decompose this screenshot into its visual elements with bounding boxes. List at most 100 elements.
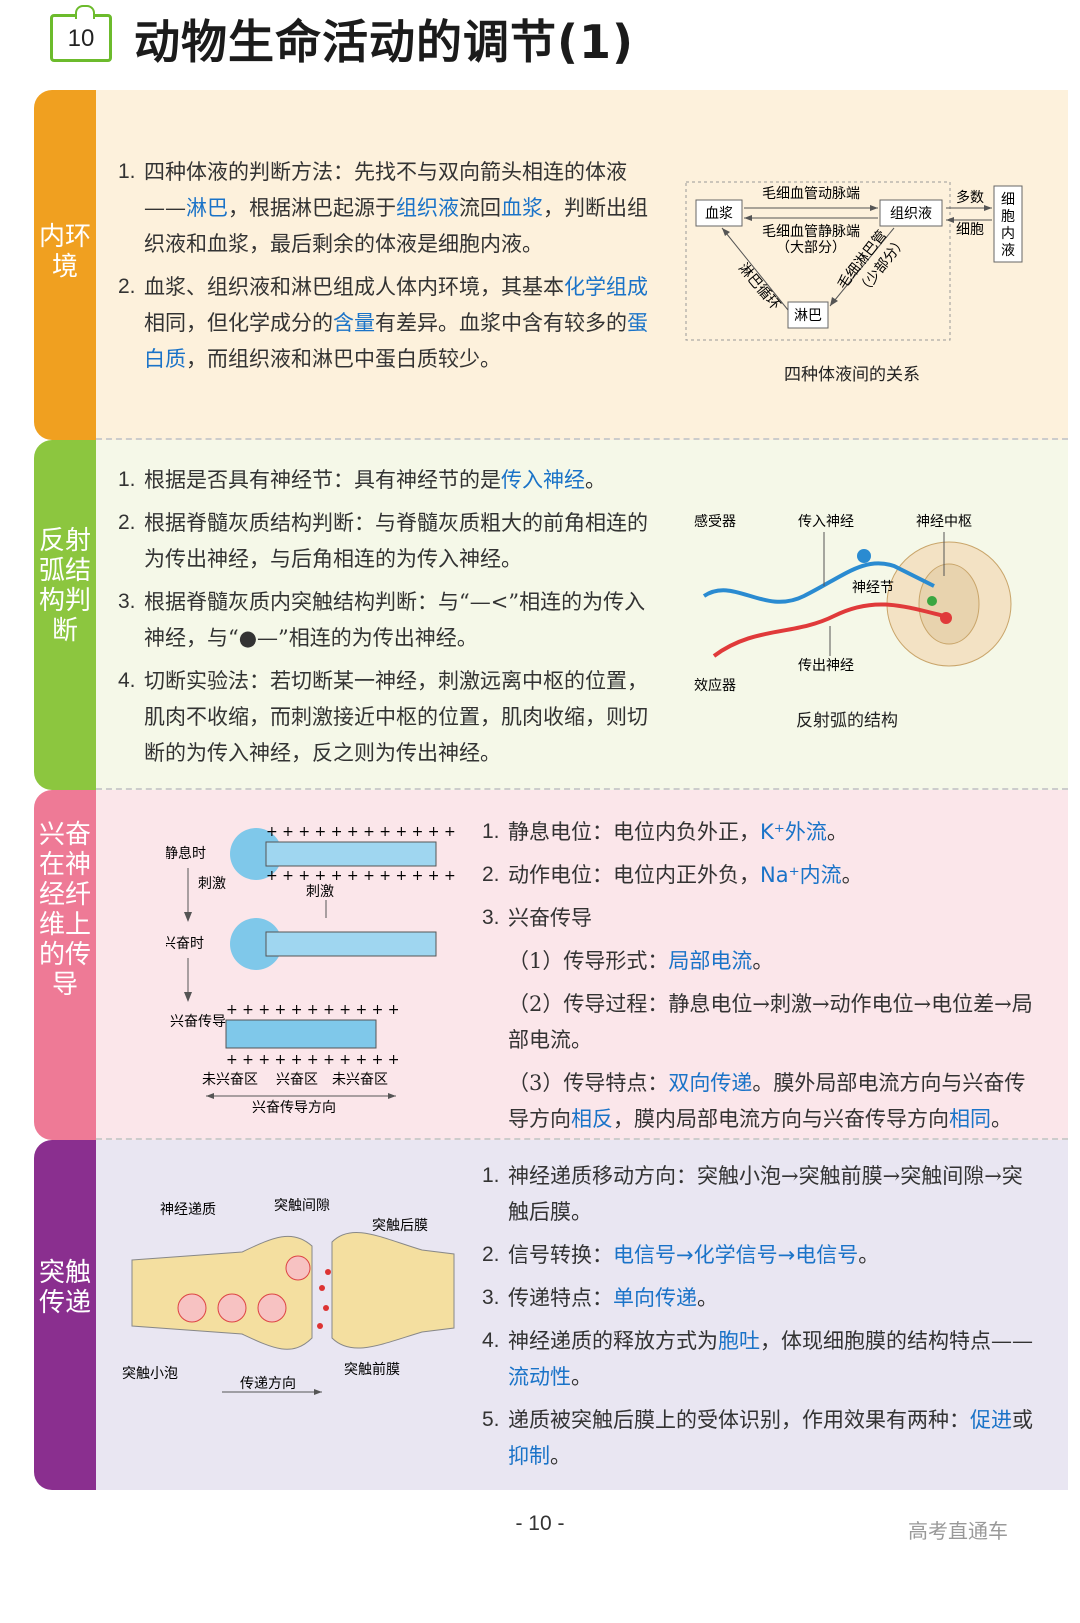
item-list: 1. 神经递质移动方向：突触小泡→突触前膜→突触间隙→突触后膜。 2.信号转换：电信…: [482, 1158, 1042, 1481]
chapter-number: 10: [67, 25, 95, 52]
ganglion: [857, 549, 871, 563]
list-item: 2.信号转换：电信号→化学信号→电信号。: [482, 1237, 1042, 1273]
reflex-arc-diagram: 感受器 传入神经 神经中枢 神经节 传出神经 效应器: [694, 513, 1012, 694]
section-tab: 反射弧结构判断: [34, 440, 96, 790]
item-text: ，体现细胞膜的结构特点——: [760, 1329, 1033, 1353]
highlight-term: 淋巴: [186, 196, 228, 220]
item-number: 1.: [118, 468, 136, 491]
section-tab: 内环境: [34, 90, 96, 440]
list-item: （3）传导特点：双向传递。膜外局部电流方向与兴奋传导方向相反，膜内局部电流方向与…: [482, 1065, 1042, 1137]
item-text: 。: [752, 949, 774, 973]
lymph-capillary-arrow: [829, 227, 895, 307]
item-number: 1.: [482, 1164, 500, 1187]
plasma-label: 血浆: [705, 206, 733, 222]
item-list: 1.静息电位：电位内负外正，K⁺外流。 2.动作电位：电位内正外负，Na⁺内流。 3…: [482, 814, 1042, 1140]
most-label: 多数: [956, 189, 984, 206]
item-number: 3.: [482, 1286, 500, 1309]
item-text: （1）传导形式：: [508, 949, 669, 973]
list-item: 2.动作电位：电位内正外负，Na⁺内流。: [482, 857, 1042, 893]
item-text: （3）传导特点：: [508, 1071, 669, 1095]
item-text: 相同，但化学成分的: [144, 311, 333, 335]
resting-label: 静息时: [166, 845, 206, 862]
unexcited-area-1: 未兴奋区: [202, 1072, 258, 1088]
section-reflex-arc: 反射弧结构判断 1. 根据是否具有神经节：具有神经节的是传入神经 。 2.根据脊髓灰质…: [34, 440, 1068, 790]
highlight-term: 胞吐: [718, 1329, 760, 1353]
list-item: 2.根据脊髓灰质结构判断：与脊髓灰质粗大的前角相连的为传出神经，与后角相连的为传…: [118, 505, 658, 577]
book-leaf-icon: [75, 5, 95, 19]
item-number: 3.: [482, 906, 500, 929]
highlight-term: 电信号→化学信号→电信号: [613, 1243, 859, 1267]
item-text: 。: [826, 820, 848, 844]
list-item: 3.传递特点：单向传递。: [482, 1280, 1042, 1316]
cell-label: 细胞: [956, 222, 984, 238]
item-text: ，膜内局部电流方向与兴奋传导方向: [613, 1107, 949, 1131]
section-tab-label: 内环境: [38, 222, 91, 282]
highlight-term: 血浆: [501, 196, 543, 220]
arterial-end-label: 毛细血管动脉端: [762, 186, 860, 202]
section-content: 神经递质 突触间隙 突触后膜 突触小泡 传递方向 突触前膜 1.神经递质移动方向…: [96, 1140, 1068, 1490]
excited-area: 兴奋区: [276, 1072, 318, 1088]
intracellular-label: 细胞内液: [1001, 192, 1015, 259]
section-tab: 兴奋在神经纤维上的传导: [34, 790, 96, 1140]
highlight-term: 相同: [949, 1107, 991, 1131]
presynaptic-label: 突触前膜: [344, 1361, 400, 1378]
item-number: 4.: [482, 1329, 500, 1352]
item-text: 流回: [459, 196, 501, 220]
presynaptic-terminal: [131, 1235, 313, 1350]
item-number: 2.: [118, 275, 136, 298]
svg-text:+ + + + + + + + + + + +: + + + + + + + + + + + +: [266, 824, 456, 840]
neuron-body-excited: [230, 918, 282, 970]
list-item: 1.静息电位：电位内负外正，K⁺外流。: [482, 814, 1042, 850]
list-item: 4.切断实验法：若切断某一神经，刺激远离中枢的位置，肌肉不收缩，而刺激接近中枢的…: [118, 663, 658, 771]
list-item: （1）传导形式：局部电流。: [482, 943, 1042, 979]
section-internal-environment: 内环境 1.四种体液的判断方法：先找不与双向箭头相连的体液——淋巴，根据淋巴起源…: [34, 90, 1068, 440]
center-label: 神经中枢: [916, 514, 972, 530]
lymph-label: 淋巴: [794, 308, 822, 324]
chapter-number-badge: 10: [50, 5, 112, 62]
conduction-label: 兴奋传导: [170, 1014, 226, 1030]
highlight-term: 双向传递: [668, 1071, 753, 1095]
majority-label: （大部分）: [776, 240, 846, 256]
item-text: 。: [571, 1365, 592, 1389]
watermark: 高考直通车: [908, 1519, 1008, 1543]
item-text: ，根据淋巴起源于: [228, 196, 396, 220]
item-text: 根据是否具有神经节：具有神经节的是: [144, 468, 501, 492]
body-fluid-diagram: 血浆 组织液 淋巴 毛细血管动脉端 毛细血管静脉端 （大部分） 多数 细胞 淋巴…: [685, 181, 1023, 341]
section-tab-label: 突触传递: [38, 1258, 91, 1318]
item-number: 3.: [118, 590, 136, 613]
item-text: （2）传导过程：静息电位→刺激→动作电位→电位差→局部电流。: [508, 992, 1033, 1052]
vesicle-label: 突触小泡: [122, 1366, 178, 1382]
item-text: 传递特点：: [508, 1286, 613, 1310]
item-text: 动作电位：电位内正外负，: [508, 863, 760, 887]
direction-label: 传递方向: [240, 1376, 296, 1392]
item-text: 。: [585, 468, 606, 492]
stimulate-label-1: 刺激: [198, 875, 226, 892]
highlight-term: 蛋白质: [144, 311, 648, 371]
section-nerve-conduction: 兴奋在神经纤维上的传导 + + + + + + + + + + + + + + …: [34, 790, 1068, 1140]
item-text: 。: [550, 1444, 571, 1468]
afferent-label: 传入神经: [798, 514, 854, 530]
figure-caption: 四种体液间的关系: [784, 365, 920, 385]
postsynaptic-terminal: [331, 1232, 455, 1349]
item-number: 4.: [118, 669, 136, 692]
item-text: 或: [1012, 1408, 1033, 1432]
item-text: 有差异。血浆中含有较多的: [375, 311, 627, 335]
list-item: 5.递质被突触后膜上的受体识别，作用效果有两种：促进或抑制。: [482, 1402, 1042, 1474]
item-number: 5.: [482, 1408, 500, 1431]
excited-label: 兴奋时: [166, 936, 204, 952]
item-text: 静息电位：电位内负外正，: [508, 820, 760, 844]
section-tab-label: 兴奋在神经纤维上的传导: [38, 820, 91, 1000]
list-item: 1.根据是否具有神经节：具有神经节的是传入神经。: [118, 462, 658, 498]
item-text: 。: [697, 1286, 718, 1310]
svg-text:+ + + + + + + + + + +: + + + + + + + + + + +: [226, 1002, 400, 1018]
intracellular-box: [993, 185, 1023, 263]
list-item: （2）传导过程：静息电位→刺激→动作电位→电位差→局部电流。: [482, 986, 1042, 1058]
item-text: 信号转换：: [508, 1243, 613, 1267]
tissue-fluid-box: [879, 199, 943, 227]
lymph-circulation-arrow: [721, 227, 789, 311]
svg-text:+ + + + + + + + + + + +: + + + + + + + + + + + +: [266, 868, 456, 884]
lymph-circulation-label: 淋巴循环: [735, 260, 783, 313]
item-text: 。: [858, 1243, 880, 1267]
item-text: 神经递质移动方向：突触小泡→突触前膜→突触间隙→突触后膜。: [508, 1164, 1023, 1224]
item-text: ，判断出组织液和血浆，最后剩余的体液是细胞内液。: [144, 196, 648, 256]
